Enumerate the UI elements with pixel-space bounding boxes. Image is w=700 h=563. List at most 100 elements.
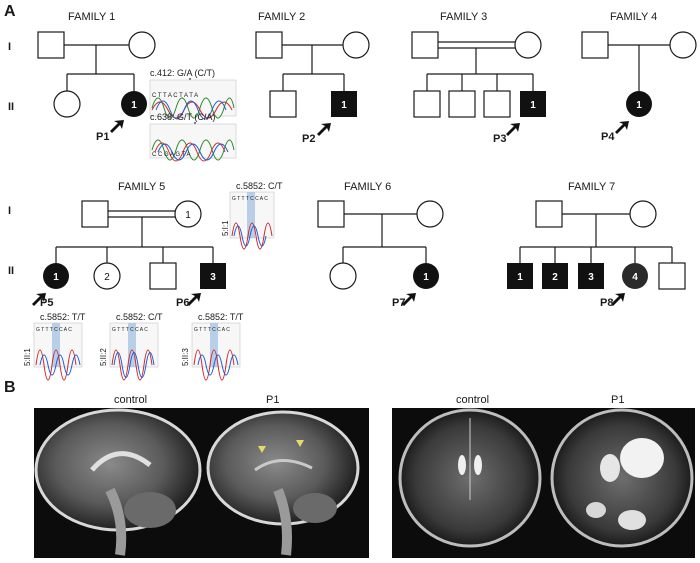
sample-id: 5:II:2 [99,348,108,366]
trace-t [35,349,77,381]
family-title: FAMILY 3 [440,11,487,23]
trace-t [193,349,235,381]
mri-caption-control: control [456,394,489,406]
male-unaffected [483,90,511,118]
individual-number: 3 [588,272,594,283]
male-unaffected [658,262,686,290]
trace-t [231,222,273,250]
mri-cerebellum [124,492,176,528]
individual-number: 1 [636,100,642,111]
mri-corpus-callosum [254,459,313,472]
family-title: FAMILY 7 [568,181,615,193]
family-4: FAMILY 4 1 P4 [581,11,697,143]
individual-number: 2 [552,272,558,283]
mri-cyst [618,510,646,530]
proband-arrow [506,123,520,136]
base-calls: G T T T C C A C [112,327,148,333]
family-3: FAMILY 3 1 P3 [411,11,546,145]
panel-label-a: A [4,3,16,20]
trace-g [151,97,235,119]
female-unaffected [629,200,657,228]
male-affected [200,263,226,289]
male-affected [507,263,533,289]
individual-number: 2 [104,272,110,283]
mri-brainstem [273,488,292,556]
arrowhead-marker [296,440,304,447]
female-unaffected [514,31,542,59]
arrowhead-marker [258,446,266,453]
male-unaffected [255,31,283,59]
variant-highlight [247,192,255,238]
individual-number: 1 [530,100,536,111]
family-6: FAMILY 6 1 P7 [317,181,444,309]
proband-arrow [402,293,416,306]
variant-label: c.5852: T/T [40,312,86,322]
mri-caption-p1: P1 [266,394,279,406]
family-title: FAMILY 2 [258,11,305,23]
male-unaffected [581,31,609,59]
family-title: FAMILY 1 [68,11,115,23]
sample-id: 5:I:1 [221,220,230,236]
male-unaffected [448,90,476,118]
proband-label: P8 [600,297,613,309]
generation-label-ii: II [8,101,14,113]
variant-label: c.5852: T/T [198,312,244,322]
male-unaffected [149,262,177,290]
female-unaffected [128,31,156,59]
chromatogram-c412: c.412: G/A (C/T) C T T A C T A T A [149,68,237,120]
trace-c [233,225,267,247]
female-unaffected [53,90,81,118]
proband-arrow [32,293,46,306]
family-title: FAMILY 6 [344,181,391,193]
trace-c [113,352,155,378]
generation-label-i: I [8,205,11,217]
variant-label: c.412: G/A (C/T) [150,68,215,78]
variant-highlight [128,323,136,367]
female-affected [622,263,648,289]
individual-number: 1 [131,100,137,111]
individual-number: 1 [53,272,59,283]
individual-number: 1 [517,272,523,283]
family-7: FAMILY 7 1 2 3 4 P8 [507,181,686,309]
proband-arrow [615,121,629,134]
mri-skull [550,408,694,548]
variant-highlight [210,323,218,367]
base-calls: C T T A C T A T A [152,93,198,99]
mri-ventricle [474,455,482,475]
mri-cerebellum [293,493,337,523]
trace-c [155,100,227,120]
proband-arrow [187,293,201,306]
chromatogram-5-ii-2: c.5852: C/T G T T T C C A C 5:II:2 [99,312,163,381]
family-1: FAMILY 1 1 P1 c.412: G/A (C/T) C T T A C… [37,11,237,162]
proband-label: P2 [302,133,315,145]
chromatogram-c638: c.638: G/T (C/A) C C G A G T A [149,112,237,162]
proband-label: P1 [96,131,109,143]
trace-c [197,354,239,376]
proband-label: P4 [601,131,615,143]
female-carrier [174,200,202,228]
sample-id: 5:II:1 [23,348,32,366]
individual-number: 1 [423,272,429,283]
family-title: FAMILY 4 [610,11,657,23]
male-unaffected [411,31,439,59]
mri-sagittal-panel [34,408,369,558]
male-unaffected [269,90,297,118]
mri-ventricle [458,455,466,475]
individual-number: 4 [632,272,638,283]
trace-g [151,139,235,161]
proband-label: P6 [176,297,189,309]
trace-c [39,354,81,376]
female-unaffected [416,200,444,228]
male-unaffected [37,31,65,59]
female-affected [626,91,652,117]
male-affected [578,263,604,289]
mri-corpus-callosum [90,451,152,472]
variant-label: c.5852: C/T [236,181,283,191]
panel-label-b: B [4,379,16,396]
chromatogram-5-i-1: c.5852: C/T G T T T C C A C 5:I:1 [221,181,283,250]
family-5: FAMILY 5 1 1 2 3 P5 P6 c.5852: C/T G T T… [23,181,283,381]
mri-brainstem [105,487,127,556]
mri-caption-p1: P1 [611,394,624,406]
proband-arrow [317,123,331,136]
base-calls: G T T T C C A C [232,196,268,202]
